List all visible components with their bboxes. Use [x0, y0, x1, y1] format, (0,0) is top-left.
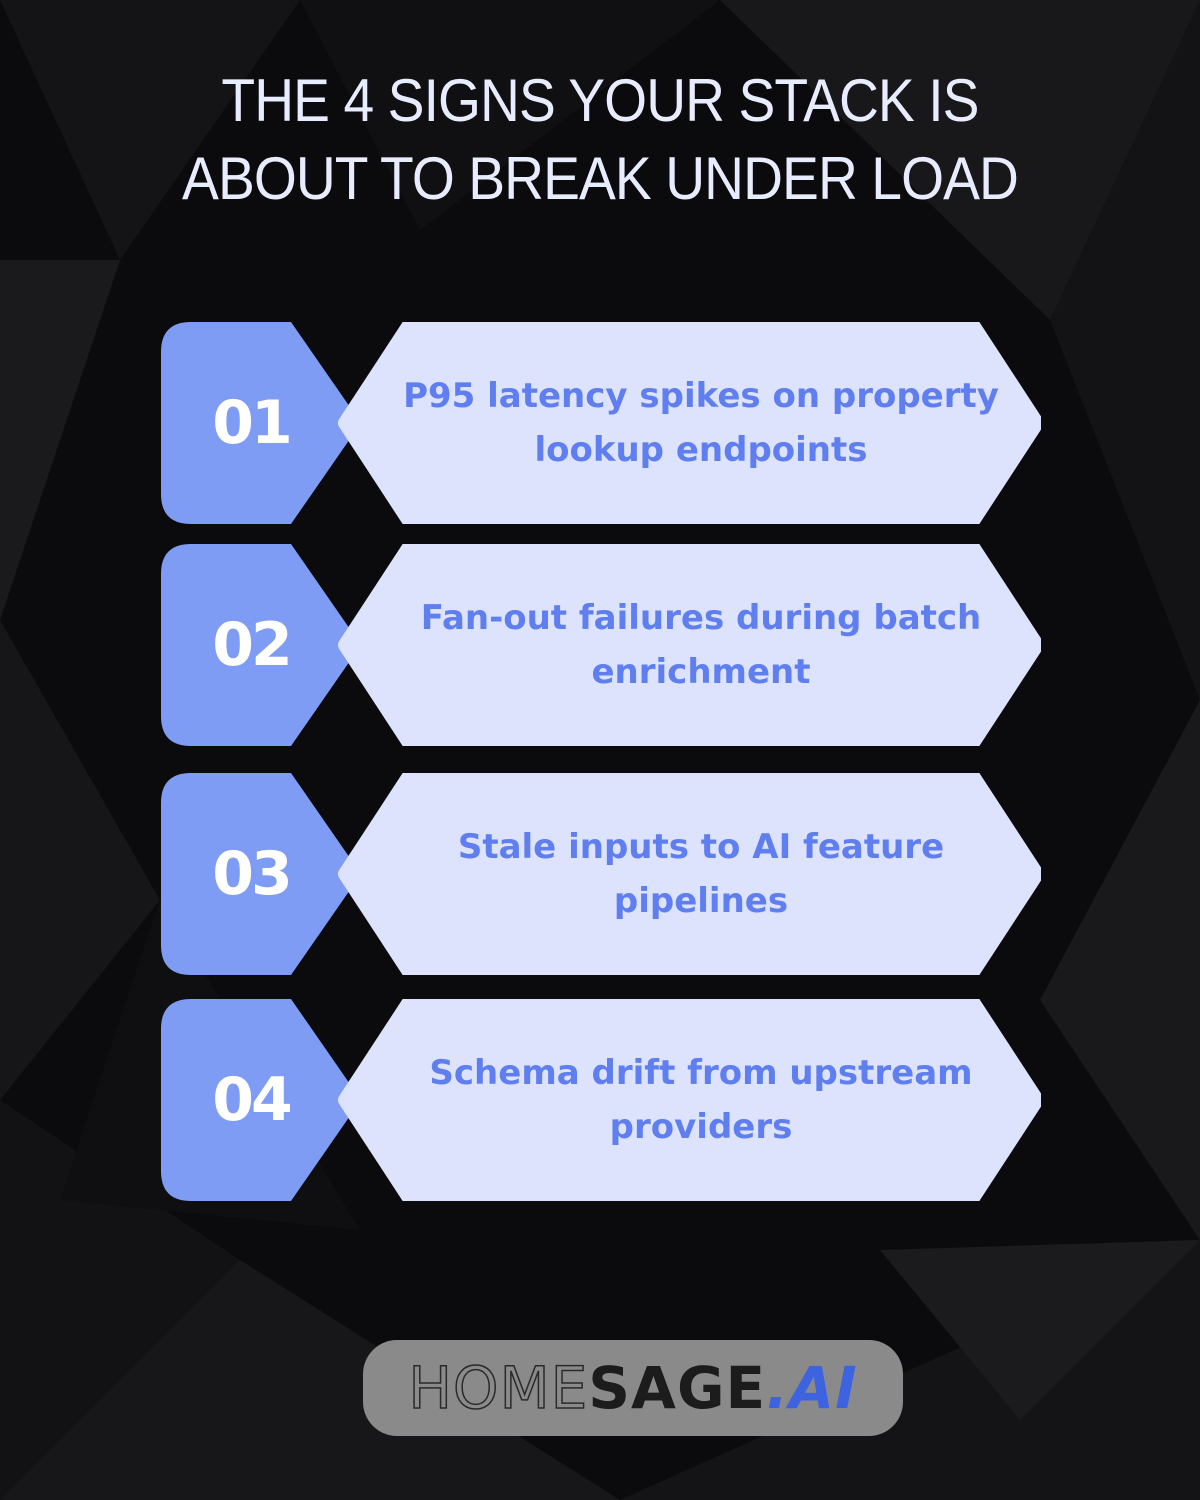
- item-shapes: [161, 773, 1041, 975]
- text-card: [338, 322, 1041, 524]
- title-line-2: ABOUT TO BREAK UNDER LOAD: [182, 145, 1019, 212]
- number-badge: [161, 544, 361, 746]
- item-number: 03: [212, 839, 293, 909]
- number-badge: [161, 322, 361, 524]
- item-number: 02: [212, 610, 293, 680]
- item-number: 04: [212, 1065, 293, 1135]
- item-text: Stale inputs to AI feature pipelines: [457, 827, 945, 921]
- text-card: [338, 999, 1041, 1201]
- item-text: P95 latency spikes on property lookup en…: [403, 376, 999, 470]
- item-shapes: [161, 544, 1041, 746]
- number-badge: [161, 999, 361, 1201]
- sign-item-2: 02 Fan-out failures during batch enrichm…: [161, 544, 1041, 746]
- logo-home: HOME: [408, 1353, 589, 1423]
- logo-sage: SAGE: [588, 1354, 767, 1422]
- sign-item-4: 04 Schema drift from upstream providers: [161, 999, 1041, 1201]
- logo-ai: .AI: [766, 1354, 858, 1422]
- page-title: THE 4 SIGNS YOUR STACK IS ABOUT TO BREAK…: [48, 62, 1152, 218]
- text-card: [338, 544, 1041, 746]
- text-card: [338, 773, 1041, 975]
- sign-item-1: 01 P95 latency spikes on property lookup…: [161, 322, 1041, 524]
- number-badge: [161, 773, 361, 975]
- sign-item-3: 03 Stale inputs to AI feature pipelines: [161, 773, 1041, 975]
- item-text: Schema drift from upstream providers: [429, 1053, 973, 1147]
- title-line-1: THE 4 SIGNS YOUR STACK IS: [221, 67, 979, 134]
- item-shapes: [161, 999, 1041, 1201]
- item-text: Fan-out failures during batch enrichment: [420, 598, 982, 692]
- item-shapes: [161, 322, 1041, 524]
- item-number: 01: [212, 388, 293, 458]
